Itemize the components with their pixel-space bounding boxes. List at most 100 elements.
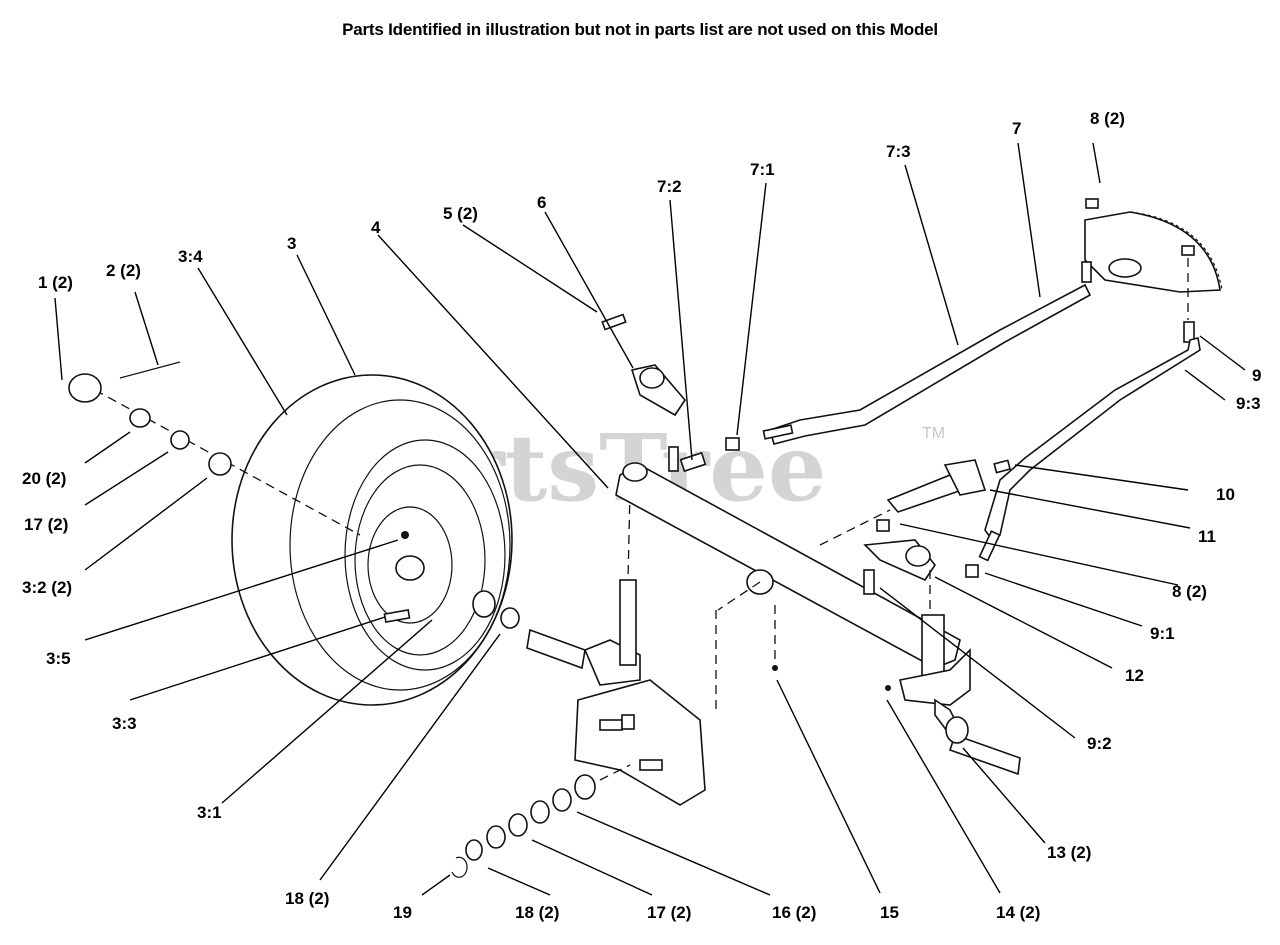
left-spindle-axis	[627, 489, 631, 581]
rim-inner	[354, 464, 486, 656]
nut-9-1	[965, 564, 979, 578]
callout-5: 5 (2)	[443, 204, 478, 223]
drag-link-rod	[769, 283, 1092, 445]
left-spindle-post	[619, 579, 637, 666]
hub-cap-parts	[68, 361, 232, 476]
washer-18c	[465, 839, 483, 861]
rim-outer	[344, 439, 506, 671]
sector-gear-plate	[1084, 211, 1221, 293]
right-spindle-washer	[945, 716, 969, 744]
steering-arm-6	[601, 313, 740, 473]
callout-1: 1 (2)	[38, 273, 73, 292]
steering-arm-12	[863, 539, 936, 615]
axle-beam	[615, 462, 961, 710]
callout-19: 19	[393, 903, 412, 922]
cotter-pin	[119, 361, 181, 379]
callout-3-5: 3:5	[46, 649, 71, 668]
left-spindle	[472, 489, 641, 686]
callout-15: 15	[880, 903, 899, 922]
callout-18-bottom: 18 (2)	[515, 903, 559, 922]
mount-bracket-plate	[574, 679, 706, 806]
wheel-bearing-hub	[395, 555, 425, 581]
pivot-pin-dash	[819, 509, 891, 546]
callout-3-3: 3:3	[112, 714, 137, 733]
callout-labels: 1 (2) 2 (2) 3:4 3 4 5 (2) 6 7:2 7:1 7:3 …	[22, 109, 1261, 922]
callout-7-3: 7:3	[886, 142, 911, 161]
spacer-18a	[472, 590, 496, 618]
callout-17-bottom: 17 (2)	[647, 903, 691, 922]
right-spindle-shaft	[948, 733, 1021, 776]
tie-rod-9	[965, 337, 1201, 578]
parts-note-header: Parts Identified in illustration but not…	[342, 20, 938, 39]
callout-3-2: 3:2 (2)	[22, 578, 72, 597]
left-spindle-shaft	[526, 628, 586, 670]
callout-11: 11	[1198, 527, 1216, 546]
callout-8-mid: 8 (2)	[1172, 582, 1207, 601]
sector-gear	[1081, 198, 1223, 343]
callout-3-4: 3:4	[178, 247, 203, 266]
rim-hub-ring	[367, 506, 453, 624]
callout-7: 7	[1012, 119, 1021, 138]
callout-9-3: 9:3	[1236, 394, 1261, 413]
callout-13: 13 (2)	[1047, 843, 1091, 862]
callout-3-1: 3:1	[197, 803, 222, 822]
pivot-pin-body	[886, 474, 964, 513]
callout-4: 4	[371, 218, 381, 237]
gear-nut-b	[1181, 245, 1195, 256]
axle-beam-left-boss	[622, 462, 648, 482]
trademark-mark: TM	[922, 425, 945, 442]
grease-fitting-15	[772, 665, 778, 671]
washer-16b	[552, 788, 572, 812]
mount-bracket	[574, 679, 706, 806]
grease-fitting-14	[885, 685, 891, 691]
gear-nut-a	[1085, 198, 1099, 209]
sector-gear-hole	[1108, 258, 1142, 278]
pin-5	[601, 313, 627, 331]
tire-sidewall	[289, 399, 511, 691]
leader-lines	[54, 142, 1246, 896]
gear-bolt-a	[1081, 261, 1092, 283]
callout-6: 6	[537, 193, 546, 212]
sector-gear-teeth	[1129, 211, 1223, 291]
drag-link-7	[762, 283, 1092, 445]
rim-hole	[401, 531, 409, 539]
callout-17-left: 17 (2)	[24, 515, 68, 534]
callout-9-2: 9:2	[1087, 734, 1112, 753]
bearing-3-2	[208, 452, 232, 476]
right-spindle	[772, 614, 1021, 776]
washer-20	[129, 408, 151, 428]
steering-arm-eye	[639, 367, 665, 389]
washer-16	[574, 774, 596, 800]
washer-17a	[170, 430, 190, 450]
tire-wheel-assembly	[231, 374, 513, 706]
callout-7-1: 7:1	[750, 160, 775, 179]
bracket-slot-a	[599, 719, 623, 731]
washer-axis-dash	[599, 764, 631, 781]
bolt-9-2	[863, 569, 875, 595]
drag-link-thread	[762, 424, 794, 440]
right-arm-eye	[905, 545, 931, 567]
bolt-10	[993, 459, 1012, 474]
nut-7-1	[725, 437, 740, 451]
callout-7-2: 7:2	[657, 177, 682, 196]
callout-2: 2 (2)	[106, 261, 141, 280]
bracket-tab	[621, 714, 635, 730]
washer-17c	[508, 813, 528, 837]
pivot-axis-dash	[717, 581, 761, 611]
callout-20: 20 (2)	[22, 469, 66, 488]
callout-16: 16 (2)	[772, 903, 816, 922]
washer-18a	[500, 607, 520, 629]
callout-18-left: 18 (2)	[285, 889, 329, 908]
pivot-pin-11	[819, 459, 1012, 546]
callout-8-top: 8 (2)	[1090, 109, 1125, 128]
washer-17b	[530, 800, 550, 824]
washer-stack	[451, 764, 631, 878]
callout-10: 10	[1216, 485, 1235, 504]
snap-ring-19	[451, 856, 468, 878]
callout-9: 9	[1252, 366, 1261, 385]
right-spindle-bracket	[899, 648, 971, 706]
valve-stem	[383, 609, 411, 623]
callout-14: 14 (2)	[996, 903, 1040, 922]
callout-3: 3	[287, 234, 296, 253]
